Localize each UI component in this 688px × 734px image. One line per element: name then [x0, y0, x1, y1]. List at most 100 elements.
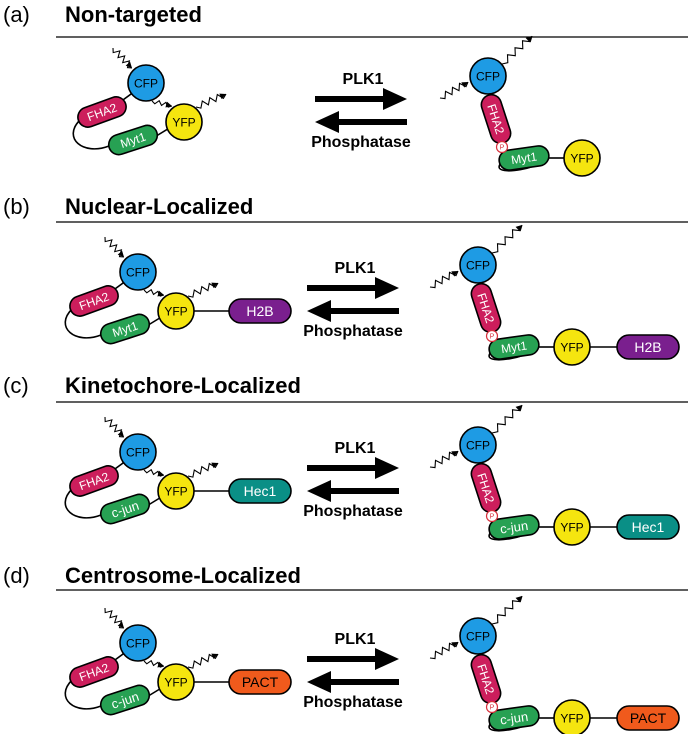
panel-3-right-cfp-label: CFP: [466, 438, 490, 452]
panel-4-right-cfp-label: CFP: [466, 629, 490, 643]
panel-4-right-emission-icon: [491, 595, 523, 625]
panel-3-left-hec1-label: Hec1: [244, 483, 277, 499]
panel-2-left-fha2: FHA2: [69, 285, 119, 317]
panel-2-left-linker-myt1-shape: [99, 313, 151, 345]
panel-2-left-linker-myt1: Myt1: [99, 313, 151, 345]
panel-1-reverse-label: Phosphatase: [311, 134, 411, 151]
panel-1-right-excitation-icon: [439, 81, 469, 100]
panel-3-right-cfp-shape: [459, 426, 497, 464]
panel-2-left-yfp-label: YFP: [164, 304, 187, 318]
panel-4-right-pact-shape: [616, 705, 680, 731]
panel-4-left-pact: PACT: [228, 669, 292, 695]
panel-2-left-fha2-shape: [69, 285, 119, 317]
panel-2-phospho-badge: P: [485, 329, 499, 343]
panel-4-right-emission-icon-line: [491, 595, 523, 625]
panel-1-right-yfp-shape: [563, 139, 601, 177]
panel-1-reverse-arrow: [315, 111, 407, 133]
panel-4-left-backbone: [64, 679, 102, 710]
panel-4-left-fha2: FHA2: [69, 656, 119, 688]
panel-2-tag: (b): [3, 194, 30, 219]
panel-4-forward-arrow: [307, 648, 399, 670]
panel-1-right-excitation-icon-head: [461, 82, 468, 88]
panel-2-reverse-label: Phosphatase: [303, 323, 403, 340]
panel-4-left-yfp-label: YFP: [164, 675, 187, 689]
panel-3-phospho-badge: P: [485, 509, 499, 523]
panel-1-left-emission-icon: [195, 93, 227, 109]
panel-3-right-cfp: CFP: [459, 426, 497, 464]
panel-4-phospho-badge-shape: [485, 700, 499, 714]
panel-1-left-backbone: [72, 119, 110, 150]
panel-3-left-yfp: YFP: [157, 472, 195, 510]
panel-4-reverse-label: Phosphatase: [303, 694, 403, 711]
panel-2-right-emission-icon-line: [491, 224, 523, 254]
panel-4-right-yfp-label: YFP: [560, 711, 583, 725]
panel-1-right-emission-icon: [501, 35, 533, 65]
panel-2-right-excitation-icon: [429, 270, 459, 289]
panel-3-reverse-arrow: [307, 480, 399, 502]
panel-4-forward-arrow-shape: [307, 648, 399, 670]
panel-2-right-fha2: FHA2: [470, 282, 502, 334]
panel-1-right-linker-myt1-shape: [498, 145, 550, 171]
panel-1-forward-arrow-shape: [315, 88, 407, 110]
panel-2-left-cfp-label: CFP: [126, 265, 150, 279]
panel-3-forward-label: PLK1: [335, 440, 376, 457]
panel-4-right-cfp-shape: [459, 617, 497, 655]
panel-3-right-emission-icon-line: [491, 404, 523, 434]
panel-3-left-backbone: [64, 488, 102, 519]
panel-1-phospho-badge-shape: [495, 140, 509, 154]
panel-2-left-yfp: YFP: [157, 292, 195, 330]
panel-3-right-hec1-label: Hec1: [632, 519, 665, 535]
panel-1-right-emission-icon-head: [525, 36, 532, 43]
panel-3-phospho-badge-shape: [485, 509, 499, 523]
panel-1-title: Non-targeted: [65, 2, 202, 27]
panel-4-left-excitation-icon: [104, 607, 125, 629]
panel-4-right-excitation-icon-head: [451, 642, 458, 648]
panel-4-left-yfp-shape: [157, 663, 195, 701]
panel-4-right-emission-icon-head: [515, 596, 522, 603]
panel-2-right-cfp-label: CFP: [466, 258, 490, 272]
panel-2-left-fret-icon-line: [143, 288, 165, 297]
panel-1-left-cfp-shape: [127, 64, 165, 102]
panel-1-left-linker-myt1: Myt1: [107, 124, 159, 156]
panel-3-right-linker-cjun-shape: [488, 514, 540, 540]
panel-3-right-excitation-icon-head: [451, 451, 458, 457]
panel-3-right-yfp-label: YFP: [560, 520, 583, 534]
panel-3-left-fret-icon-head: [157, 470, 164, 477]
panel-1-left-cfp-label: CFP: [134, 76, 158, 90]
panel-4-right-yfp-shape: [553, 699, 591, 734]
panel-4-right-yfp: YFP: [553, 699, 591, 734]
panel-2-phospho-badge-label: P: [490, 334, 495, 341]
panel-2-right-cfp: CFP: [459, 246, 497, 284]
panel-4-right-fha2: FHA2: [470, 653, 502, 705]
panel-3-left-linker-cjun: c-jun: [99, 493, 151, 525]
panel-1-left-yfp-label: YFP: [172, 115, 195, 129]
panel-4-left-linker-cjun: c-jun: [99, 684, 151, 716]
panel-2-right-yfp-shape: [553, 328, 591, 366]
panel-2-left-fret-icon: [143, 288, 165, 297]
panel-2-forward-arrow-shape: [307, 277, 399, 299]
panel-3-reverse-arrow-shape: [307, 480, 399, 502]
panel-2-right-linker-myt1-label: Myt1: [500, 339, 528, 357]
panel-2-right-linker-myt1: Myt1: [488, 334, 540, 360]
panel-4-left-pact-label: PACT: [242, 674, 279, 690]
panel-2-right-cfp-shape: [459, 246, 497, 284]
panel-3-right-excitation-icon: [429, 450, 459, 469]
panel-4-left-cfp-shape: [119, 624, 157, 662]
panel-2-left-fret-icon-head: [157, 290, 164, 297]
panel-4-left-cfp-label: CFP: [126, 636, 150, 650]
panel-1-forward-arrow: [315, 88, 407, 110]
panel-3-left-excitation-icon-head: [117, 430, 124, 437]
panel-4-left-pact-shape: [228, 669, 292, 695]
panel-1-right-yfp-label: YFP: [570, 151, 593, 165]
panel-3-left-fret-icon-line: [143, 468, 165, 477]
panel-2-right-yfp: YFP: [553, 328, 591, 366]
panel-4-left-excitation-icon-head: [117, 621, 124, 628]
panel-4-title: Centrosome-Localized: [65, 563, 301, 588]
panel-3-right-yfp: YFP: [553, 508, 591, 546]
panel-1-right-linker-myt1-label: Myt1: [510, 150, 538, 168]
panel-4-left-fret-icon: [143, 659, 165, 668]
panel-4-right-linker-cjun-shape: [488, 705, 540, 731]
panel-4-right-linker-cjun-label: c-jun: [499, 709, 529, 728]
panel-2-left-cfp-shape: [119, 253, 157, 291]
